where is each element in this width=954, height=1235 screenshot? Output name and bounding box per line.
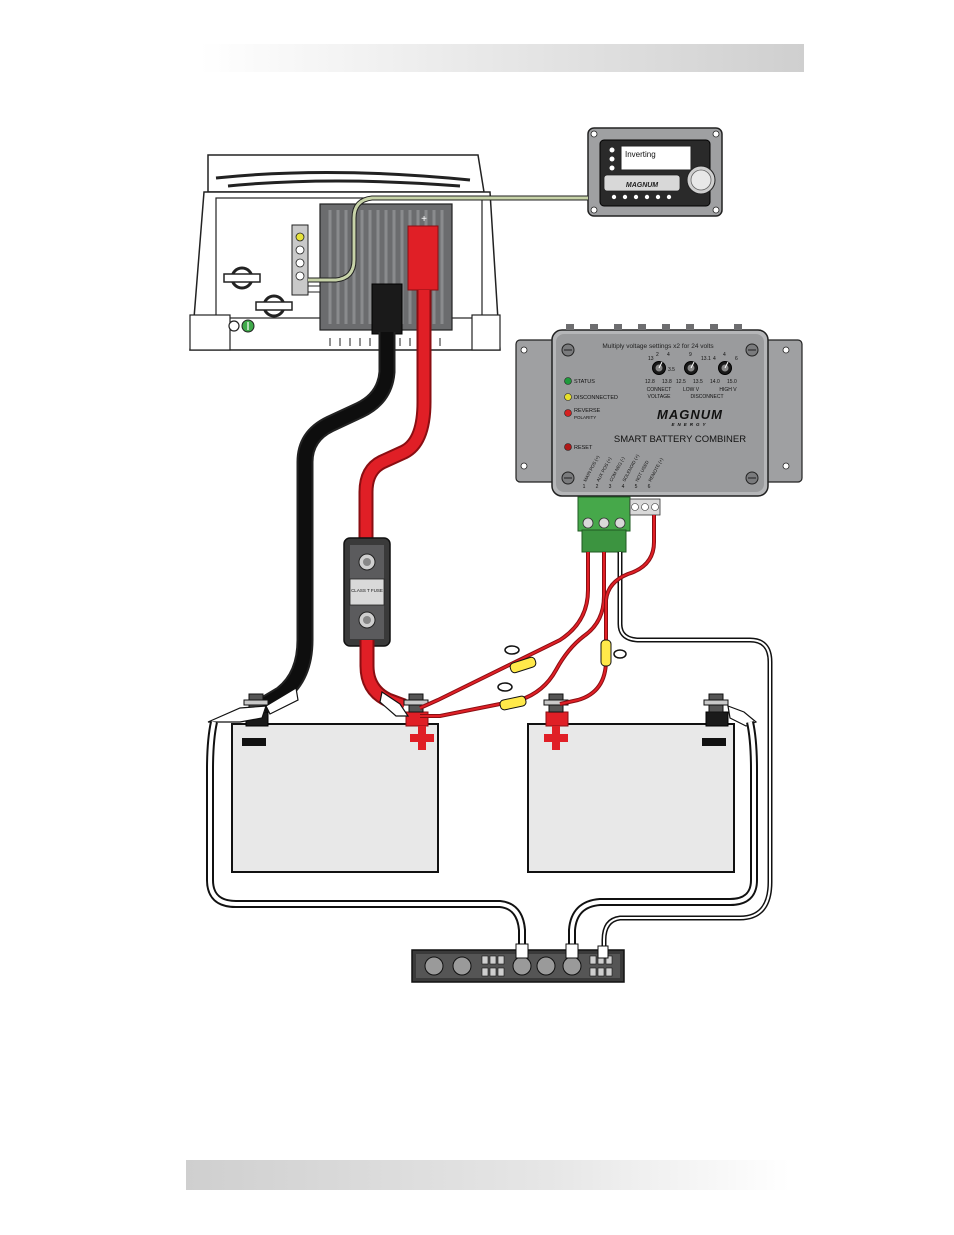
aux-pos-wire [420, 552, 605, 717]
svg-text:14.0: 14.0 [710, 379, 720, 385]
svg-text:13.5: 13.5 [693, 379, 703, 385]
main-pos-wire [419, 552, 589, 709]
minus-icon [702, 738, 726, 746]
inverter-positive-cable [360, 290, 430, 540]
header-band [200, 44, 804, 72]
plus-icon [410, 726, 434, 750]
inverter-positive-terminal [407, 225, 439, 291]
terminal-num-4: 4 [622, 484, 625, 490]
reverse-polarity-label: REVERSE [574, 408, 601, 414]
terminal-num-3: 3 [609, 484, 612, 490]
cable-clamp-icon [223, 266, 261, 290]
voltage-label: VOLTAGE [648, 394, 672, 400]
inverter-negative-cable [258, 332, 394, 712]
ground-icon [241, 319, 255, 333]
connect-voltage-dial: 13 2 4 3.5 12.8 13.8 CONNECT VOLTAGE [645, 352, 675, 400]
svg-text:12.5: 12.5 [676, 379, 686, 385]
combiner-negative-wire [603, 552, 771, 954]
fuse-stud-icon [358, 553, 376, 571]
svg-text:2: 2 [656, 352, 659, 358]
svg-text:3.5: 3.5 [668, 367, 675, 373]
disconnected-led-label: DISCONNECTED [574, 395, 618, 401]
remote-display [620, 145, 692, 171]
low-v-label: LOW V [683, 387, 700, 393]
svg-text:9: 9 [689, 352, 692, 358]
svg-text:4: 4 [667, 352, 670, 358]
negative-bus-bar [411, 943, 625, 983]
screw-icon [561, 343, 575, 357]
remote-display-text: Inverting [625, 150, 656, 159]
remote-buttons [611, 194, 672, 200]
inverter: + [189, 154, 501, 351]
battery-2-negative-post [705, 711, 729, 727]
reset-button [564, 443, 572, 451]
screw-icon [745, 471, 759, 485]
svg-text:13: 13 [648, 356, 654, 362]
screw-icon [561, 471, 575, 485]
high-v-disconnect-dial: 4 4 6 14.0 15.0 HIGH V [710, 352, 738, 393]
fuse-stud-icon [358, 611, 376, 629]
status-led [564, 377, 572, 385]
svg-text:13.1: 13.1 [701, 356, 711, 362]
connect-label: CONNECT [647, 387, 672, 393]
svg-text:12.8: 12.8 [645, 379, 655, 385]
class-t-fuse: CLASS T FUSE [343, 537, 391, 647]
svg-text:4: 4 [713, 356, 716, 362]
battery-2-negative-cable [570, 721, 756, 952]
svg-text:13.8: 13.8 [662, 379, 672, 385]
product-title: SMART BATTERY COMBINER [614, 434, 746, 445]
disconnect-label: DISCONNECT [690, 394, 723, 400]
low-v-disconnect-dial: 9 13.1 12.5 13.5 LOW V DISCONNECT [676, 352, 724, 400]
magnum-logo: MAGNUM [657, 407, 723, 422]
svg-text:+: + [421, 214, 427, 225]
inline-fuse-holder-icon [600, 639, 627, 667]
reverse-polarity-led [564, 409, 572, 417]
svg-text:15.0: 15.0 [727, 379, 737, 385]
battery-2-positive-post [545, 711, 569, 727]
disconnected-led [564, 393, 572, 401]
footer-band [186, 1160, 790, 1190]
screw-icon [745, 343, 759, 357]
reverse-polarity-label-2: POLARITY [574, 415, 596, 420]
terminal-num-1: 1 [583, 484, 586, 490]
remote-brand: MAGNUM [626, 182, 658, 189]
plus-icon [544, 726, 568, 750]
inverter-negative-terminal [371, 283, 403, 335]
energy-logo-text: ENERGY [671, 422, 708, 427]
remote-cable [308, 196, 588, 282]
remote-pos-wire [559, 515, 655, 705]
terminal-num-6: 6 [648, 484, 651, 490]
status-led-label: STATUS [574, 379, 595, 385]
terminal-num-2: 2 [596, 484, 599, 490]
reset-label: RESET [574, 445, 593, 451]
terminal-num-5: 5 [635, 484, 638, 490]
minus-icon [242, 738, 266, 746]
inline-fuse-holder-icon [504, 645, 537, 674]
inline-fuse-holder-icon [497, 682, 527, 711]
svg-text:4: 4 [723, 352, 726, 358]
smart-battery-combiner: Multiply voltage settings x2 for 24 volt… [515, 324, 803, 553]
battery-1-negative-cable [208, 721, 524, 952]
battery-1 [231, 693, 439, 873]
high-v-label: HIGH V [719, 387, 737, 393]
svg-text:6: 6 [735, 356, 738, 362]
remote-control: Inverting MAGNUM [587, 127, 723, 217]
voltage-note: Multiply voltage settings x2 for 24 volt… [602, 343, 714, 350]
fuse-label: CLASS T FUSE [351, 588, 383, 593]
battery-2 [527, 693, 735, 873]
inverter-led [295, 232, 305, 242]
cable-clamp-icon [255, 294, 293, 318]
